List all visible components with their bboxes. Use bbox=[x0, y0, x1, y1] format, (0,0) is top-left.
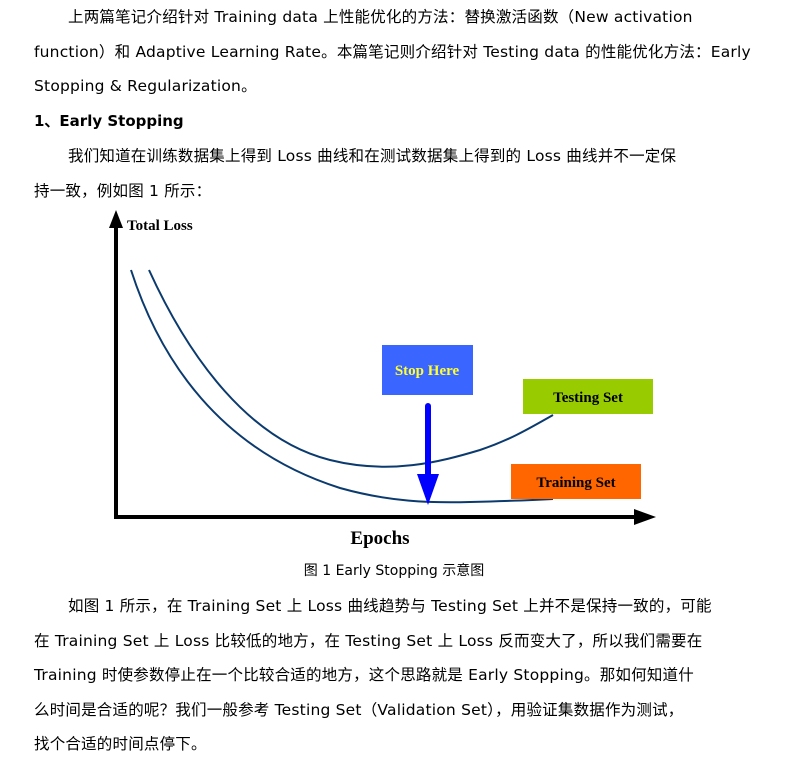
text-line: 我们知道在训练数据集上得到 Loss 曲线和在测试数据集上得到的 Loss 曲线… bbox=[68, 147, 677, 165]
text-line: Stopping & Regularization。 bbox=[34, 77, 257, 95]
stop-here-box bbox=[382, 345, 473, 395]
loss-chart: Stop Here Testing Set Training Set Total… bbox=[109, 210, 656, 549]
text-line: function）和 Adaptive Learning Rate。本篇笔记则介… bbox=[34, 42, 751, 61]
stop-here-label: Stop Here bbox=[395, 363, 460, 379]
early-stopping-figure: Stop Here Testing Set Training Set Total… bbox=[0, 205, 788, 555]
testing-set-box bbox=[523, 379, 653, 414]
text-line: 上两篇笔记介绍针对 Training data 上性能优化的方法：替换激活函数（… bbox=[68, 8, 693, 26]
text-line: 如图 1 所示，在 Training Set 上 Loss 曲线趋势与 Test… bbox=[68, 597, 712, 615]
testing-set-label: Testing Set bbox=[553, 390, 623, 406]
testing-loss-curve bbox=[148, 269, 554, 468]
intro-paragraph: 上两篇笔记介绍针对 Training data 上性能优化的方法：替换激活函数（… bbox=[34, 0, 756, 104]
text-line: 在 Training Set 上 Loss 比较低的地方，在 Testing S… bbox=[34, 631, 703, 650]
training-set-box bbox=[511, 464, 641, 499]
text-line: 持一致，例如图 1 所示： bbox=[34, 181, 212, 200]
training-set-label: Training Set bbox=[536, 475, 615, 491]
figure-caption: 图 1 Early Stopping 示意图 bbox=[303, 563, 485, 579]
section-heading: 1、Early Stopping bbox=[34, 112, 184, 130]
y-axis-label: Total Loss bbox=[127, 218, 193, 234]
text-line: 么时间是合适的呢？我们一般参考 Testing Set（Validation S… bbox=[34, 700, 684, 719]
x-axis-arrow-icon bbox=[634, 509, 656, 525]
text-line: 找个合适的时间点停下。 bbox=[34, 735, 207, 753]
analysis-paragraph: 如图 1 所示，在 Training Set 上 Loss 曲线趋势与 Test… bbox=[34, 589, 756, 762]
stop-arrow-icon bbox=[417, 474, 439, 505]
training-loss-curve bbox=[130, 269, 554, 504]
x-axis-label: Epochs bbox=[350, 528, 409, 549]
explanation-paragraph: 我们知道在训练数据集上得到 Loss 曲线和在测试数据集上得到的 Loss 曲线… bbox=[34, 139, 756, 208]
y-axis-arrow-icon bbox=[109, 210, 123, 228]
text-line: Training 时使参数停止在一个比较合适的地方，这个思路就是 Early S… bbox=[34, 666, 694, 684]
